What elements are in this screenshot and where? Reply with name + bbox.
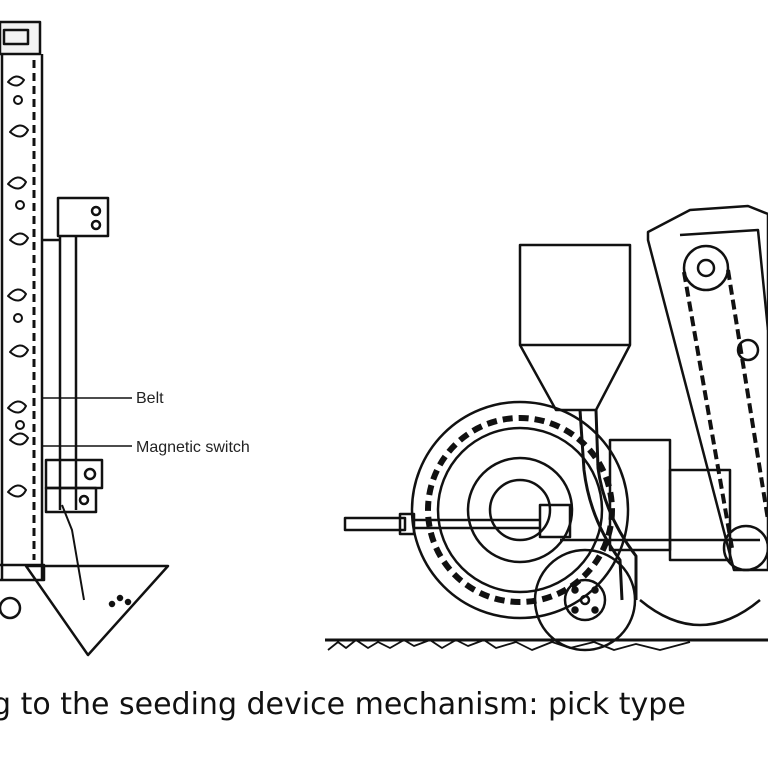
belt-seeder-drawing (0, 20, 170, 657)
caption-text: g to the seeding device mechanism: pick … (0, 687, 686, 722)
belt-label: Belt (136, 390, 164, 407)
figure-caption: g to the seeding device mechanism: pick … (0, 680, 768, 730)
magnetic-switch-label: Magnetic switch (136, 439, 250, 456)
pick-type-planter-drawing (325, 204, 768, 652)
seed-cups (7, 75, 29, 498)
